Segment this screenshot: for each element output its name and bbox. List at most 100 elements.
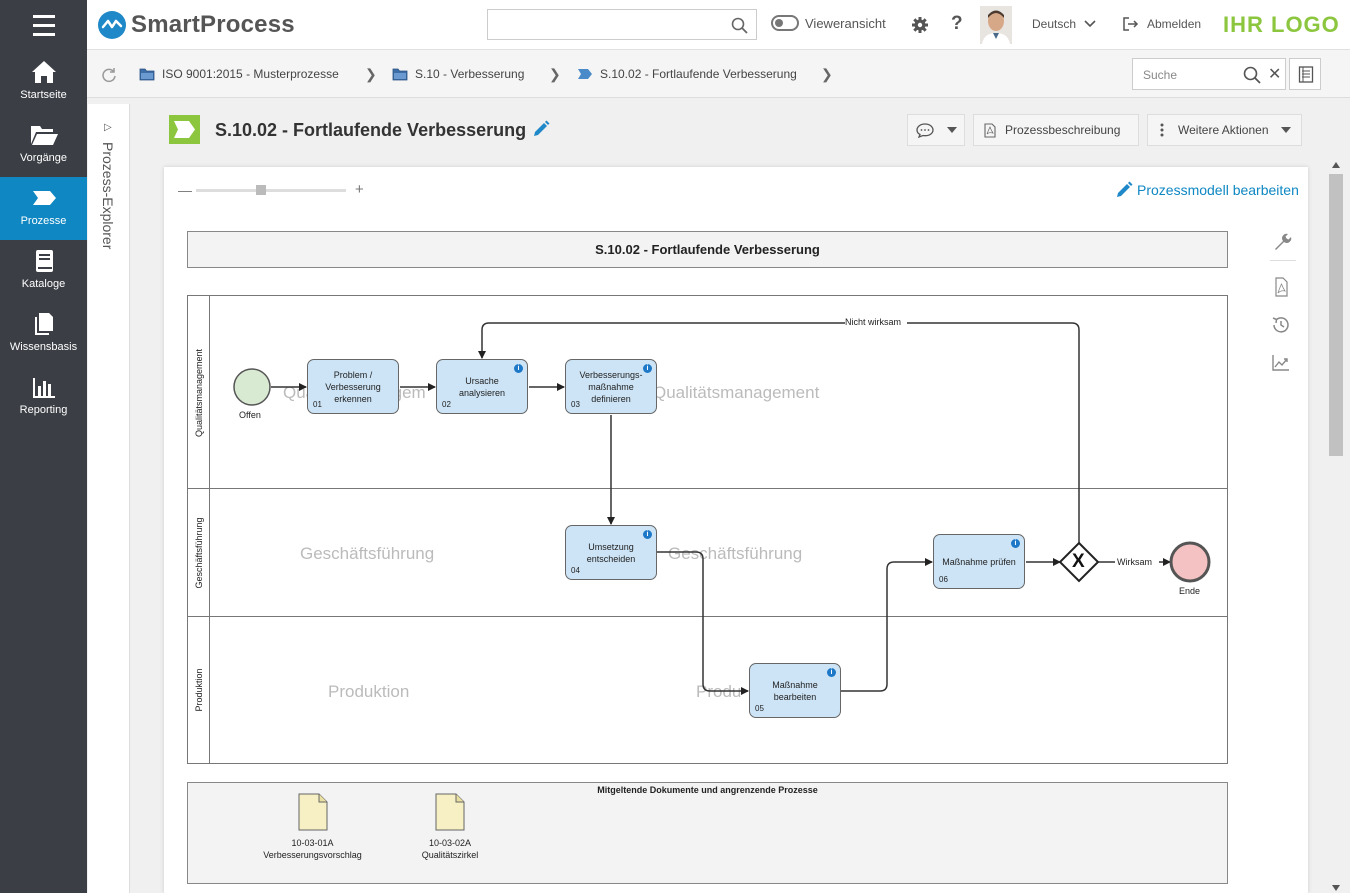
sidebar-item-kataloge[interactable]: Kataloge [0,240,87,303]
process-arrow-icon [174,121,195,138]
task-number: 02 [442,400,451,409]
info-icon[interactable]: i [643,530,652,539]
refresh-icon[interactable] [101,67,117,83]
search-icon[interactable] [731,17,748,34]
book-icon [35,250,53,272]
folder-open-icon [30,126,58,145]
gateway-x-symbol: X [1072,551,1085,572]
task-05[interactable]: Maßnahme bearbeiten 05 i [749,663,841,718]
zoom-out-button[interactable]: — [178,182,192,198]
close-icon[interactable]: ✕ [1268,66,1282,83]
chart-line-icon[interactable] [1270,352,1296,378]
expand-triangle-icon[interactable]: ▷ [104,122,112,133]
pencil-icon[interactable] [532,120,550,138]
info-icon[interactable]: i [514,364,523,373]
document-name: Verbesserungsvorschlag [263,850,362,860]
scrollbar[interactable] [1327,158,1347,893]
related-documents-section: Mitgeltende Dokumente und angrenzende Pr… [187,782,1228,884]
scroll-up-arrow[interactable] [1332,162,1340,168]
lane-label-gf: Geschäftsführung [188,489,210,617]
page-title: S.10.02 - Fortlaufende Verbesserung [215,120,527,140]
edit-process-model-link[interactable]: Prozessmodell bearbeiten [1115,181,1299,199]
process-description-label: Prozessbeschreibung [1005,123,1121,137]
zoom-in-button[interactable]: + [355,181,364,198]
task-01[interactable]: Problem / Verbesserung erkennen 01 [307,359,399,414]
process-arrow-icon [578,69,592,79]
task-06[interactable]: Maßnahme prüfen 06 i [933,534,1025,589]
search-icon[interactable] [1243,66,1261,84]
zoom-slider[interactable] [196,189,346,192]
lane-name: Qualitätsmanagement [193,348,204,437]
breadcrumb-label: ISO 9001:2015 - Musterprozesse [162,67,339,81]
breadcrumb-label: S.10 - Verbesserung [415,67,525,81]
language-label: Deutsch [1032,17,1077,31]
global-search-input[interactable] [487,9,757,40]
history-icon[interactable] [1270,314,1296,340]
sidebar-item-label: Prozesse [20,215,67,227]
language-select[interactable]: Deutsch [1032,17,1096,31]
viewer-toggle[interactable]: Vieweransicht [771,15,886,31]
documents-icon [34,313,53,335]
scroll-down-arrow[interactable] [1332,885,1340,891]
sidebar-item-label: Kataloge [21,278,66,290]
home-icon [31,61,56,83]
sidebar-item-label: Reporting [19,404,68,416]
flow-label-effective: Wirksam [1117,557,1152,567]
divider [1270,260,1296,261]
info-icon[interactable]: i [1011,539,1020,548]
breadcrumb-search-input[interactable]: Suche ✕ [1132,58,1286,90]
breadcrumb-item-1[interactable]: ISO 9001:2015 - Musterprozesse [139,67,339,81]
wrench-icon[interactable] [1270,230,1296,256]
breadcrumb-item-3[interactable]: S.10.02 - Fortlaufende Verbesserung [577,67,797,81]
lane-name: Geschäftsführung [193,517,204,589]
customer-logo: IHR LOGO [1223,12,1340,37]
breadcrumb-item-2[interactable]: S.10 - Verbesserung [392,67,524,81]
lane-divider [188,616,1227,617]
chevron-right-icon: ❯ [365,66,377,82]
lane-watermark: Produktion [328,682,410,701]
scrollbar-thumb[interactable] [1329,174,1343,456]
zoom-slider-handle[interactable] [256,185,266,195]
task-02[interactable]: Ursache analysieren 02 i [436,359,528,414]
info-icon[interactable]: i [643,364,652,373]
sidebar-item-wissensbasis[interactable]: Wissensbasis [0,303,87,366]
task-number: 01 [313,400,322,409]
document-item[interactable]: 10-03-01A Verbesserungsvorschlag [250,793,375,861]
more-actions-button[interactable]: Weitere Aktionen [1147,114,1302,146]
help-button[interactable]: ? [951,13,963,34]
edit-process-model-label: Prozessmodell bearbeiten [1137,182,1299,198]
sidebar-item-reporting[interactable]: Reporting [0,366,87,429]
lane-watermark: Geschäftsführung [668,544,803,563]
smartprocess-logo-icon [98,11,126,39]
info-icon[interactable]: i [827,668,836,677]
logout-button[interactable]: Abmelden [1123,17,1201,31]
pdf-icon[interactable] [1270,276,1296,302]
sidebar-item-startseite[interactable]: Startseite [0,51,87,114]
chevron-down-icon [1084,20,1096,28]
sidebar-item-prozesse[interactable]: Prozesse [0,177,87,240]
process-description-button[interactable]: Prozessbeschreibung [973,114,1139,146]
avatar[interactable] [980,6,1012,44]
process-explorer-label: Prozess-Explorer [100,142,116,250]
task-03[interactable]: Verbesserungs-maßnahme definieren 03 i [565,359,657,414]
comments-button[interactable] [907,114,965,146]
process-explorer-panel[interactable]: ▷ Prozess-Explorer [88,104,130,893]
document-item[interactable]: 10-03-02A Qualitätszirkel [400,793,500,861]
start-event-label: Offen [239,410,261,420]
pdf-icon [984,122,996,138]
app-logo[interactable]: SmartProcess [97,10,295,40]
sidebar-item-label: Vorgänge [19,152,68,164]
viewer-toggle-label: Vieweransicht [805,15,886,31]
toggle-switch[interactable] [771,15,799,31]
task-04[interactable]: Umsetzung entscheiden 04 i [565,525,657,580]
diagram-title: S.10.02 - Fortlaufende Verbesserung [187,231,1228,268]
lane-divider [188,488,1227,489]
document-icon [298,793,327,831]
sidebar-item-vorgaenge[interactable]: Vorgänge [0,114,87,177]
process-arrow-icon [32,191,56,205]
menu-button[interactable] [0,0,87,50]
breadcrumb: ISO 9001:2015 - Musterprozesse ❯ S.10 - … [87,50,1350,98]
details-panel-button[interactable] [1289,58,1321,90]
document-name: Qualitätszirkel [421,850,479,860]
gear-icon[interactable] [911,16,929,34]
